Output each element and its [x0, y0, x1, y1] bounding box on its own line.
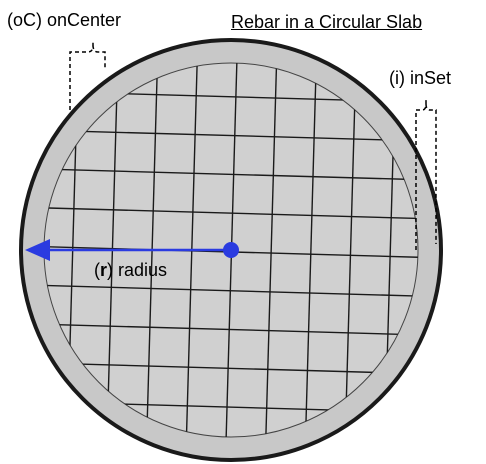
on-center-label: (oC) onCenter	[7, 10, 122, 30]
radius-arrow	[25, 239, 239, 261]
radius-symbol: r	[100, 260, 108, 280]
on-center-dimension	[69, 40, 106, 110]
rebar-horizontal-bar	[44, 284, 418, 298]
rebar-horizontal-bar	[44, 128, 418, 143]
inset-label: (i) inSet	[389, 68, 452, 88]
rebar-horizontal-bar	[44, 206, 418, 220]
radius-label-text: ) radius	[107, 260, 168, 280]
radius-open-paren: (	[94, 260, 100, 280]
radius-label: (r) radius	[94, 261, 167, 279]
center-point	[223, 242, 239, 258]
rebar-horizontal-bar	[44, 167, 418, 182]
rebar-vertical-bar	[304, 63, 318, 437]
inset-dimension	[415, 99, 437, 250]
rebar-vertical-bar	[343, 63, 358, 437]
rebar-horizontal-bar	[44, 322, 418, 337]
diagram-title: Rebar in a Circular Slab	[231, 12, 423, 32]
rebar-vertical-bar	[264, 63, 278, 437]
radius-arrowhead	[25, 239, 50, 261]
